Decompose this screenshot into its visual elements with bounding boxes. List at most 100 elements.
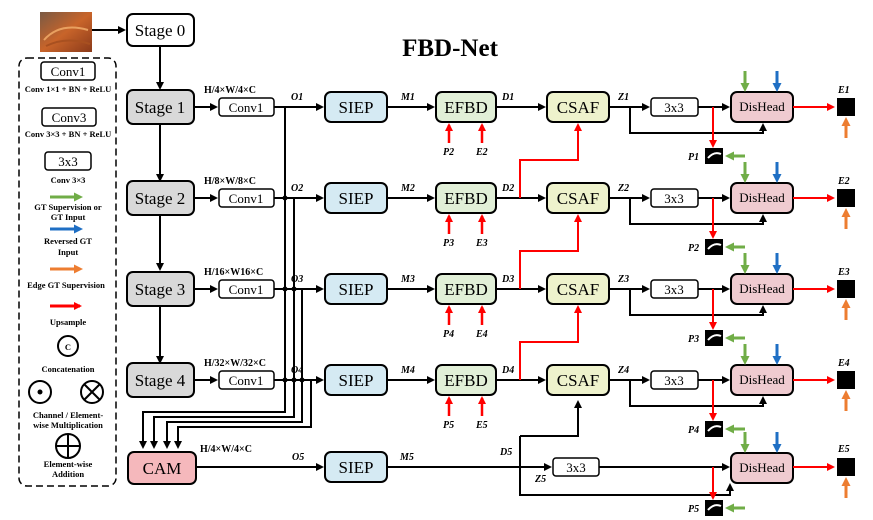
- legend-conv3-label: Conv3: [52, 110, 87, 125]
- csaf-label: CSAF: [557, 189, 600, 208]
- d-label: D1: [501, 92, 514, 103]
- dim-label: H/16×W16×C: [204, 267, 263, 278]
- legend-edge-desc: Edge GT Supervision: [27, 280, 105, 290]
- legend-rev-desc-2: Input: [58, 247, 78, 257]
- pred-map: [705, 148, 723, 164]
- pred-map: [705, 421, 723, 437]
- csaf-label: CSAF: [557, 371, 600, 390]
- dim-label: H/8×W/8×C: [204, 176, 256, 187]
- legend-add-desc-1: Element-wise: [44, 459, 93, 469]
- legend-3x3-box: [44, 151, 92, 171]
- e-out-label: E2: [837, 176, 850, 187]
- z-label: Z4: [617, 365, 629, 376]
- legend-conv1-label: Conv1: [51, 64, 86, 79]
- conv3x3-label: 3x3: [664, 282, 684, 297]
- conv1-label: Conv1: [229, 282, 264, 297]
- dishead-label-5: DisHead: [739, 460, 785, 475]
- csaf-label: CSAF: [557, 280, 600, 299]
- o-label: O1: [291, 92, 303, 103]
- input-image: [40, 12, 92, 52]
- p-input-label: P4: [443, 329, 454, 340]
- legend-3x3-label: 3x3: [58, 154, 78, 169]
- legend-mult-desc-1: Channel / Element-: [33, 410, 104, 420]
- legend-gt-desc-2: GT Input: [51, 212, 86, 222]
- legend: Conv1 Conv 1×1 + BN + ReLU Conv3 Conv 3×…: [18, 57, 117, 487]
- conv1-label: Conv1: [229, 100, 264, 115]
- legend-3x3-desc: Conv 3×3: [51, 175, 86, 185]
- d5-skip-line: [519, 436, 734, 496]
- p-out-label: P4: [688, 425, 699, 436]
- edge-map-5: [837, 458, 855, 476]
- o-label: O3: [291, 274, 303, 285]
- legend-gt-desc-1: GT Supervision or: [34, 202, 102, 212]
- efbd-label: EFBD: [444, 189, 487, 208]
- z-label: Z2: [617, 183, 629, 194]
- conv3x3-label: 3x3: [664, 100, 684, 115]
- siep-label: SIEP: [339, 98, 374, 117]
- m5-label: M5: [399, 452, 414, 463]
- legend-concat-symbol: C: [65, 342, 71, 352]
- stage-label: Stage 1: [135, 98, 186, 117]
- e-out-label: E4: [837, 358, 850, 369]
- legend-add-desc-2: Addition: [52, 469, 84, 479]
- e-out-label: E3: [837, 267, 850, 278]
- legend-conv1-desc: Conv 1×1 + BN + ReLU: [25, 84, 112, 94]
- csaf-label: CSAF: [557, 98, 600, 117]
- legend-mult-desc-2: wise Multiplication: [33, 420, 103, 430]
- stage-0-label: Stage 0: [135, 21, 186, 40]
- conv3x3-label: 3x3: [664, 191, 684, 206]
- conv3x3-label-5: 3x3: [566, 460, 586, 475]
- dim-label: H/4×W/4×C: [204, 85, 256, 96]
- conv1-label: Conv1: [229, 373, 264, 388]
- legend-rev-desc-1: Reversed GT: [44, 236, 92, 246]
- dishead-label: DisHead: [739, 281, 785, 296]
- cam-dim-label: H/4×W/4×C: [200, 444, 252, 455]
- upsample-connection: [519, 305, 582, 380]
- channel-multiplication-icon: [28, 380, 52, 404]
- efbd-label: EFBD: [444, 371, 487, 390]
- e-input-label: E3: [475, 238, 488, 249]
- p-input-label: P5: [443, 420, 454, 431]
- p5-out-label: P5: [688, 504, 699, 515]
- siep-label: SIEP: [339, 371, 374, 390]
- pred-map: [705, 239, 723, 255]
- upsample-connection: [519, 214, 582, 289]
- dishead-label: DisHead: [739, 372, 785, 387]
- e-input-label: E2: [475, 147, 488, 158]
- edge-map: [837, 280, 855, 298]
- d-label: D4: [501, 365, 514, 376]
- siep-label: SIEP: [339, 189, 374, 208]
- diagram-title: FBD-Net: [402, 35, 498, 62]
- z-label: Z3: [617, 274, 629, 285]
- siep-label-5: SIEP: [339, 458, 374, 477]
- dishead-label: DisHead: [739, 99, 785, 114]
- m-label: M2: [400, 183, 415, 194]
- upsample-connection: [519, 123, 582, 198]
- edge-map: [837, 189, 855, 207]
- o-label: O4: [291, 365, 303, 376]
- cam-label: CAM: [143, 459, 182, 478]
- stage-label: Stage 3: [135, 280, 186, 299]
- e5-out-label: E5: [837, 444, 850, 455]
- z-label: Z1: [617, 92, 629, 103]
- legend-conv1-box: [40, 61, 96, 81]
- legend-conv3-desc: Conv 3×3 + BN + ReLU: [25, 129, 112, 139]
- edge-map: [837, 98, 855, 116]
- stage-label: Stage 2: [135, 189, 186, 208]
- e-out-label: E1: [837, 85, 850, 96]
- p-out-label: P1: [688, 152, 699, 163]
- d5-to-csaf4-line: [520, 400, 582, 437]
- o-label: O2: [291, 183, 303, 194]
- p-input-label: P2: [443, 147, 454, 158]
- element-addition-icon: [55, 433, 81, 459]
- junction-dots: [282, 195, 305, 383]
- e-input-label: E4: [475, 329, 488, 340]
- edge-map: [837, 371, 855, 389]
- efbd-label: EFBD: [444, 98, 487, 117]
- conv1-label: Conv1: [229, 191, 264, 206]
- d-label: D2: [501, 183, 514, 194]
- siep-label: SIEP: [339, 280, 374, 299]
- pred-map-5: [705, 500, 723, 516]
- dishead-label: DisHead: [739, 190, 785, 205]
